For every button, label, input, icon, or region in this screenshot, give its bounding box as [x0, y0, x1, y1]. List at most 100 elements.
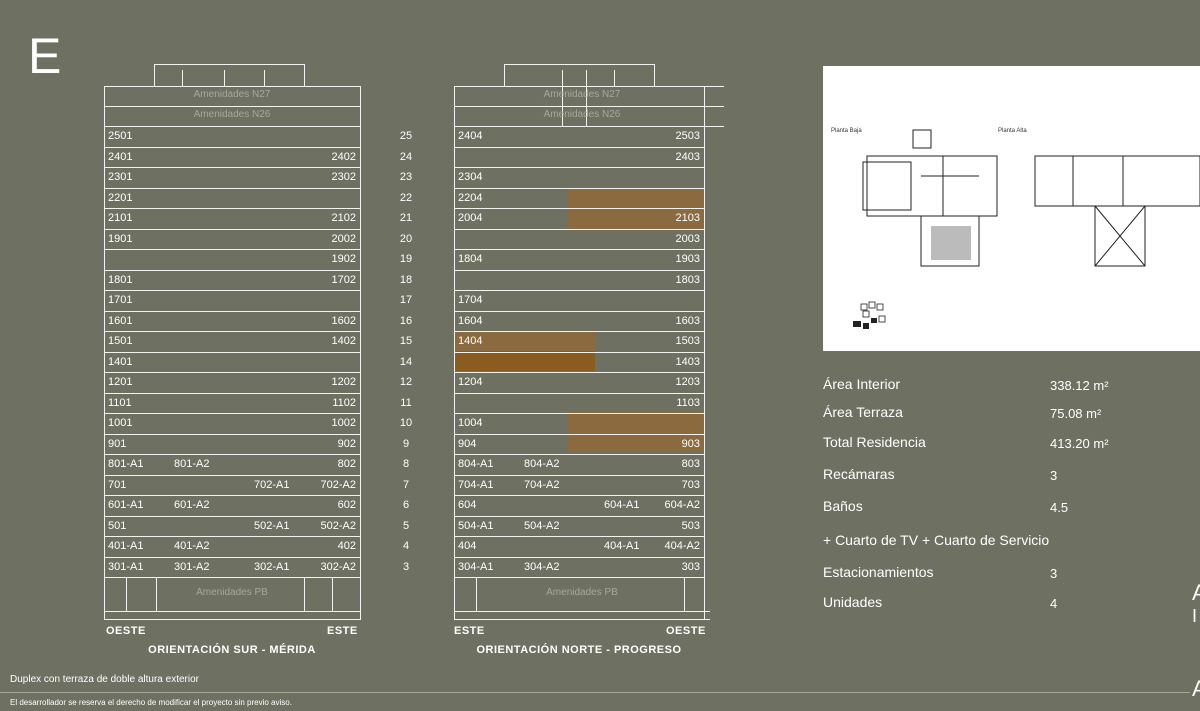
floor-divider	[104, 167, 360, 168]
unit-label: 402	[337, 540, 356, 552]
unit-label: 904	[458, 437, 477, 450]
unit-label: 404-A2	[664, 540, 700, 552]
stat-value: 4	[1050, 596, 1058, 611]
unit-label: 802	[337, 458, 356, 470]
unit-label: 804-A1	[458, 458, 494, 470]
floor-number: 3	[402, 560, 410, 573]
unit-label: 701	[108, 478, 127, 491]
stat-value: 3	[1050, 468, 1058, 483]
floor-divider	[454, 515, 704, 517]
floor-number: 23	[399, 171, 413, 183]
unit-label: 504-A2	[524, 519, 560, 532]
legend-note: Duplex con terraza de doble altura exter…	[10, 674, 199, 685]
unit-label: 1804	[458, 253, 483, 265]
floor-plan-drawing	[853, 129, 1200, 329]
amenity-n27: Amenidades N27	[193, 89, 271, 100]
floor-divider	[454, 228, 704, 230]
unit-label: 1001	[108, 417, 133, 429]
floor-number: 6	[402, 499, 410, 511]
floor-divider	[454, 187, 704, 189]
stat-label: Total Residencia	[823, 434, 926, 450]
left-base: Amenidades PB	[104, 577, 360, 622]
unit-label: 504-A1	[458, 519, 494, 532]
floor-plan-image: Planta Baja Planta Alta	[823, 66, 1200, 351]
unit-label: 2102	[331, 212, 356, 224]
plan-upper-label: Planta Alta	[998, 128, 1027, 134]
amenity-pb: Amenidades PB	[196, 587, 268, 598]
unit-label: 901	[108, 437, 127, 450]
floor-divider	[104, 269, 360, 271]
amenity-n27-right: Amenidades N27	[543, 89, 621, 100]
floor-divider	[104, 474, 360, 476]
stat-label: Recámaras	[823, 466, 895, 482]
floor-divider	[104, 228, 360, 230]
floor-divider	[104, 577, 360, 578]
floor-number: 20	[399, 232, 413, 245]
unit-label: 503	[681, 519, 700, 532]
unit-label: 604-A1	[604, 499, 640, 511]
floor-divider	[454, 536, 704, 537]
floor-number: 15	[399, 335, 413, 347]
floor-number: 12	[399, 376, 413, 388]
floor-divider	[104, 433, 360, 435]
floor-number: 22	[399, 191, 413, 204]
stat-value: 75.08 m²	[1050, 406, 1102, 421]
unit-label: 1801	[108, 273, 133, 286]
unit-label: 301-A2	[174, 560, 210, 573]
unit-label: 604	[458, 499, 477, 511]
unit-label: 1403	[675, 355, 700, 368]
unit-label: 401-A1	[108, 540, 144, 552]
unit-label: 704-A2	[524, 478, 560, 491]
west-label: OESTE	[106, 625, 146, 637]
floor-divider	[454, 167, 704, 168]
unit-label: 2404	[458, 130, 483, 142]
floor-number: 10	[399, 417, 413, 429]
stat-value: 3	[1050, 566, 1058, 581]
unit-label: 2002	[331, 232, 356, 245]
unit-label: 2204	[458, 191, 483, 204]
unit-label: 903	[681, 437, 700, 450]
floor-divider	[454, 146, 704, 148]
unit-label: 2402	[331, 150, 356, 163]
unit-label: 1002	[331, 417, 356, 429]
unit-label: 2501	[108, 130, 133, 142]
unit-label: 1102	[332, 396, 356, 409]
floor-divider	[104, 556, 360, 558]
floor-number: 14	[399, 355, 413, 368]
stat-label: + Cuarto de TV + Cuarto de Servicio	[823, 532, 1050, 548]
edge-glyph-c: A	[1192, 676, 1200, 701]
floor-divider	[454, 351, 704, 353]
unit-label: 2003	[675, 232, 700, 245]
unit-label: 2302	[331, 171, 356, 183]
unit-label: 1902	[331, 253, 356, 265]
unit-label: 303	[681, 560, 700, 573]
unit-label: 2403	[675, 150, 700, 163]
highlight-1404-lower	[455, 351, 595, 371]
floor-number: 17	[399, 294, 413, 306]
amenity-pb-right: Amenidades PB	[546, 587, 618, 598]
floor-divider	[454, 290, 704, 291]
stat-label: Baños	[823, 498, 863, 514]
unit-label: 1101	[108, 396, 132, 409]
amenity-n26: Amenidades N26	[193, 109, 271, 120]
unit-label: 1204	[458, 376, 483, 388]
unit-label: 2101	[108, 212, 133, 224]
unit-label: 301-A1	[108, 560, 144, 573]
unit-label: 2503	[675, 130, 700, 142]
floor-number: 19	[399, 253, 413, 265]
unit-label: 404	[458, 540, 477, 552]
stat-label: Estacionamientos	[823, 564, 934, 580]
floor-number: 7	[402, 478, 410, 491]
stat-value: 413.20 m²	[1050, 436, 1109, 451]
floor-divider	[104, 413, 360, 414]
unit-label: 1602	[331, 314, 356, 327]
unit-label: 601-A2	[174, 499, 210, 511]
right-elevation: Amenidades N27 Amenidades N26	[454, 64, 724, 624]
unit-label: 702-A1	[254, 478, 290, 491]
floor-divider	[454, 556, 704, 558]
floor-divider	[104, 536, 360, 537]
floor-divider	[104, 290, 360, 291]
floor-divider	[104, 392, 360, 394]
unit-label: 501	[108, 519, 127, 532]
unit-label: 1903	[675, 253, 700, 265]
